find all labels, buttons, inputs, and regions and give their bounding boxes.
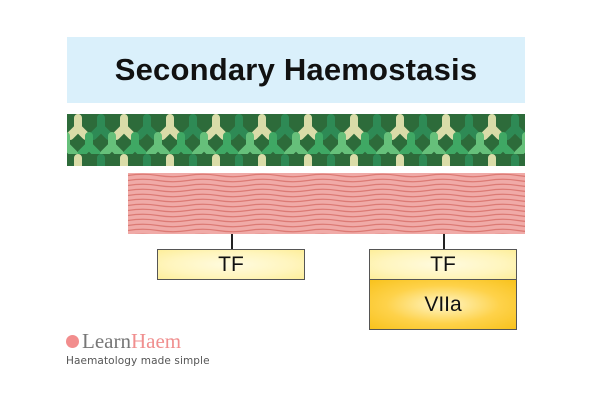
viia-label: VIIa	[424, 292, 462, 316]
tf-box-left: TF	[157, 249, 305, 280]
subendothelium-layer	[128, 173, 525, 234]
logo-text-learn: Learn	[82, 329, 131, 353]
connector-left	[231, 234, 233, 249]
viia-box: VIIa	[369, 279, 517, 330]
page-title: Secondary Haemostasis	[114, 52, 478, 87]
tf-label-right: TF	[430, 252, 456, 276]
endothelium-layer	[67, 114, 525, 166]
tf-label-left: TF	[218, 252, 244, 276]
logo-dot-icon	[66, 335, 79, 348]
logo-text-haem: Haem	[130, 329, 182, 353]
collagen-wave-pattern-icon	[128, 173, 525, 234]
title-banner: Secondary Haemostasis	[67, 37, 525, 103]
endothelium-pattern-icon	[67, 114, 525, 166]
connector-right	[443, 234, 445, 249]
tf-box-right: TF	[369, 249, 517, 280]
logo-tagline: Haematology made simple	[66, 355, 210, 367]
